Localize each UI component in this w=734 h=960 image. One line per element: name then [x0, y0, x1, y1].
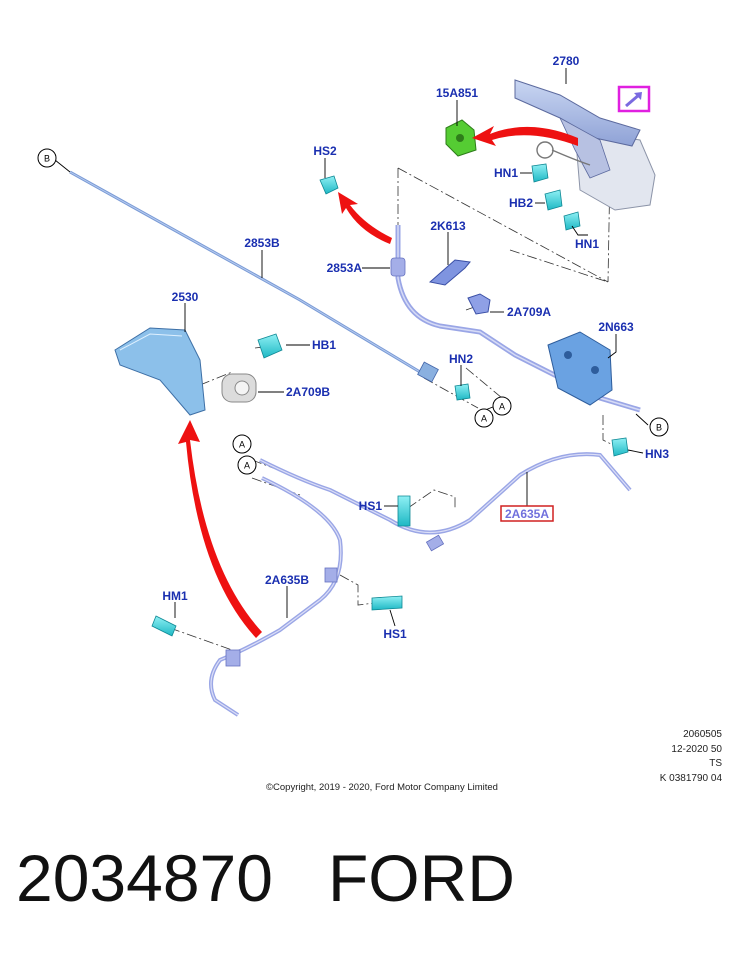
nut-HN3 — [611, 437, 629, 457]
ref-circle-B-left — [37, 148, 57, 168]
cable-2853B — [69, 170, 439, 383]
drawing-code: TS — [709, 758, 722, 769]
grommet-2A709B — [221, 373, 257, 403]
bolt-HB1 — [257, 333, 283, 359]
nut-HN1b — [563, 211, 581, 231]
callout-HB1[interactable]: HB1 — [312, 338, 336, 352]
bracket-2K613 — [428, 259, 471, 286]
callout-HM1[interactable]: HM1 — [162, 589, 188, 603]
callout-HN2[interactable]: HN2 — [449, 352, 473, 366]
ref-B-left: B — [44, 154, 50, 164]
highlighted-callout-2A635A[interactable]: 2A635A — [500, 505, 554, 522]
bracket-2530 — [114, 327, 206, 416]
cable-2A635B — [209, 476, 343, 717]
callout-HN1-top[interactable]: HN1 — [494, 166, 518, 180]
ref-A4: A — [244, 461, 250, 471]
callout-15A851[interactable]: 15A851 — [436, 86, 478, 100]
diagram-canvas: 2780 15A851 HS2 HN1 HB2 HN1 2K613 2853B … — [37, 54, 669, 717]
drawing-reference-block: 2060505 12-2020 50 TS K 0381790 04 — [660, 728, 722, 786]
view-marker[interactable] — [617, 85, 651, 113]
cable-2853A — [390, 225, 641, 413]
switch-15A851 — [445, 119, 477, 157]
callout-2N663[interactable]: 2N663 — [598, 320, 634, 334]
nut-HN2 — [454, 383, 471, 401]
callout-2K613[interactable]: 2K613 — [430, 219, 466, 233]
callout-HS1-bottom[interactable]: HS1 — [383, 627, 407, 641]
callout-2A709B[interactable]: 2A709B — [286, 385, 330, 399]
ref-circle-B-right — [649, 417, 669, 437]
bolt-HS1a — [397, 495, 411, 527]
bolt-HS1b — [371, 595, 403, 611]
callout-HS1-top[interactable]: HS1 — [359, 499, 383, 513]
cable-2A635A — [259, 452, 632, 552]
drawing-date: 12-2020 50 — [671, 743, 722, 755]
callout-2530[interactable]: 2530 — [172, 290, 199, 304]
ref-A3: A — [239, 440, 245, 450]
brake-lever-2780 — [514, 79, 656, 211]
red-arrows — [178, 126, 578, 638]
clip-HM1 — [151, 615, 177, 637]
part-label: 2034870 FORD — [16, 838, 515, 918]
clip-2A709A — [467, 293, 491, 315]
part-number: 2034870 — [16, 841, 273, 915]
parts-diagram: 2780 15A851 HS2 HN1 HB2 HN1 2K613 2853B … — [37, 54, 669, 717]
ref-circle-A3 — [232, 434, 252, 454]
assembly-lines — [169, 151, 618, 651]
equalizer-2N663 — [547, 331, 613, 406]
drawing-ref: K 0381790 04 — [659, 772, 722, 784]
bolt-HB2 — [544, 189, 563, 211]
ref-circle-A4 — [237, 455, 257, 475]
callout-HN3[interactable]: HN3 — [645, 447, 669, 461]
nut-HN1a — [531, 163, 549, 183]
bolt-HS2 — [319, 175, 339, 195]
ref-A1: A — [499, 402, 505, 412]
callout-labels: 2780 15A851 HS2 HN1 HB2 HN1 2K613 2853B … — [162, 54, 669, 641]
ref-A2: A — [481, 414, 487, 424]
fasteners — [151, 163, 629, 637]
copyright-notice: ©Copyright, 2019 - 2020, Ford Motor Comp… — [266, 782, 498, 793]
callout-2A635A[interactable]: 2A635A — [505, 507, 549, 521]
drawing-number: 2060505 — [683, 729, 722, 740]
callout-HS2[interactable]: HS2 — [313, 144, 337, 158]
callout-2A709A[interactable]: 2A709A — [507, 305, 551, 319]
callout-2780[interactable]: 2780 — [553, 54, 580, 68]
leader-lines — [54, 68, 649, 627]
callout-2853B[interactable]: 2853B — [244, 236, 280, 250]
callout-HB2[interactable]: HB2 — [509, 196, 533, 210]
callout-HN1-bottom[interactable]: HN1 — [575, 237, 599, 251]
ref-B-right: B — [656, 423, 662, 433]
ref-circle-A2 — [474, 408, 494, 428]
brand-name: FORD — [327, 841, 515, 915]
ref-circle-A1 — [492, 396, 512, 416]
callout-2A635B[interactable]: 2A635B — [265, 573, 309, 587]
callout-2853A[interactable]: 2853A — [327, 261, 363, 275]
reference-circles: B B A A A A — [37, 148, 669, 475]
